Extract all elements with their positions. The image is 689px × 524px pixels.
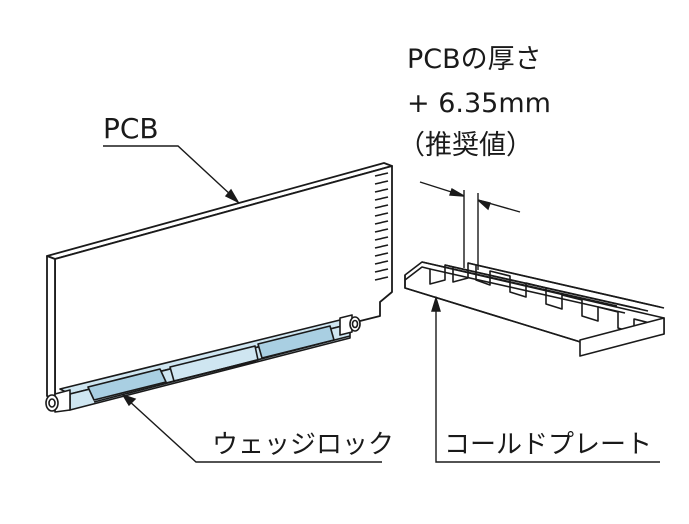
pcb-leader-line xyxy=(103,145,233,197)
thickness-label-line2: + 6.35mm xyxy=(407,88,551,119)
dimension-lines xyxy=(419,181,521,270)
leader-lines xyxy=(103,145,660,463)
pcb-label: PCB xyxy=(103,112,159,145)
cold-plate-leader-arrow xyxy=(431,295,441,312)
cold-plate-label: コールドプレート xyxy=(444,430,652,460)
pcb-board xyxy=(46,162,393,399)
cold-plate xyxy=(404,261,665,357)
wedge-lock xyxy=(45,314,361,413)
wedge-lock-leader-line xyxy=(127,399,382,463)
cold-plate-leader-line xyxy=(435,306,660,463)
wedge-lock-label: ウェッジロック xyxy=(212,430,394,460)
thickness-label-line1: PCBの厚さ xyxy=(407,44,542,75)
thickness-label-line3: （推奨値） xyxy=(398,130,533,161)
pcb-connector-teeth xyxy=(374,172,389,281)
wedge-lock-leader-arrow xyxy=(121,393,137,407)
pcb-leader-arrow xyxy=(224,188,240,204)
